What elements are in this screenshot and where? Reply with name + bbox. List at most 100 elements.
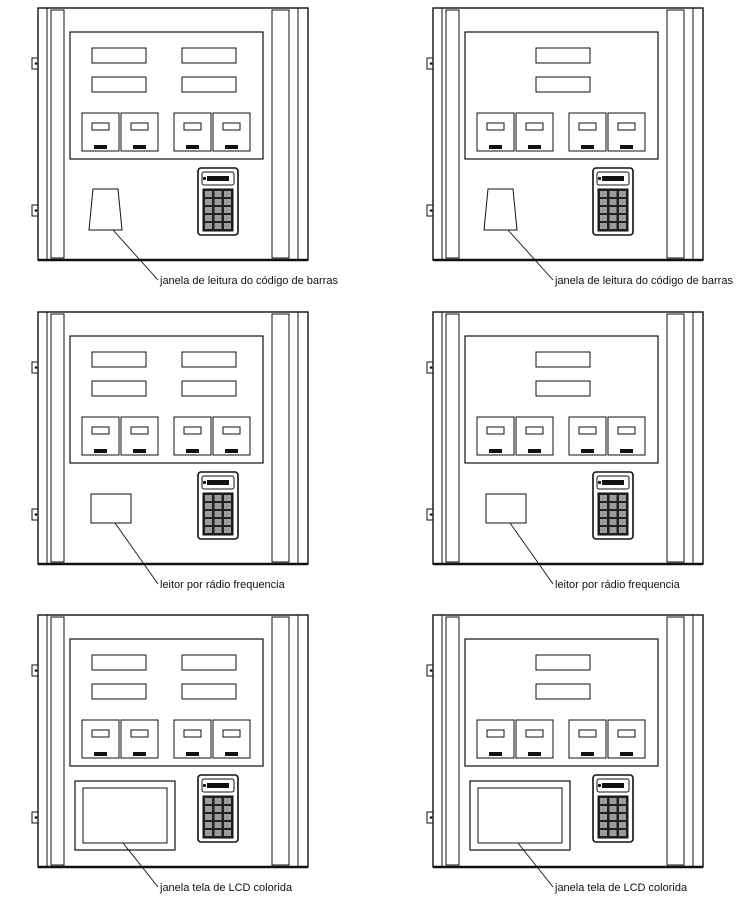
nozzle-indicator-window (578, 122, 597, 131)
nozzle-module-box (120, 719, 159, 759)
keypad-key (224, 223, 231, 229)
nozzle-slot (528, 449, 541, 453)
nozzle-module (568, 719, 607, 759)
left-upright (50, 616, 65, 866)
nozzle-module-box (120, 416, 159, 456)
keypad-key (619, 191, 626, 197)
nozzle-module-box (568, 719, 607, 759)
keypad-indicator (597, 783, 602, 788)
nozzle-indicator-window (578, 729, 597, 738)
left-upright (445, 9, 460, 259)
nozzle-indicator-window (183, 426, 202, 435)
nozzle-module (120, 416, 159, 456)
nozzle-module (173, 416, 212, 456)
keypad-key (619, 814, 626, 820)
nozzle-slot (620, 145, 633, 149)
nozzle-module (515, 416, 554, 456)
keypad-key (214, 511, 222, 517)
keypad-key (609, 511, 617, 517)
nozzle-slot (489, 145, 502, 149)
nozzle-module-box (607, 416, 646, 456)
display-window (181, 76, 237, 93)
callout-label: janela de leitura do código de barras (159, 275, 338, 287)
keypad-key (609, 822, 617, 828)
nozzle-slot (133, 145, 146, 149)
keypad-key (609, 199, 617, 205)
hinge-screw (34, 209, 38, 212)
nozzle-module (607, 112, 646, 152)
nozzle-indicator-window (130, 426, 149, 435)
keypad-key (214, 814, 222, 820)
keypad-key (619, 223, 626, 229)
nozzle-slot (186, 752, 199, 756)
nozzle-module-box (568, 112, 607, 152)
keypad-key (600, 511, 607, 517)
keypad-key (600, 527, 607, 533)
nozzle-module (568, 416, 607, 456)
leader-line (517, 842, 554, 888)
nozzle-module-box (607, 112, 646, 152)
keypad-key (619, 806, 626, 812)
keypad-key (214, 223, 222, 229)
nozzle-module (212, 719, 251, 759)
display-window (535, 380, 591, 397)
keypad-key (609, 215, 617, 221)
keypad-key (214, 798, 222, 804)
keypad-key (619, 527, 626, 533)
nozzle-slot (94, 145, 107, 149)
keypad-key (609, 830, 617, 836)
keypad-key (214, 191, 222, 197)
keypad-key (600, 495, 607, 501)
display-window (181, 683, 237, 700)
keypad-key (214, 822, 222, 828)
rf-reader-window (90, 493, 132, 524)
keypad-key (224, 503, 231, 509)
keypad-key (224, 830, 231, 836)
keypad-indicator (597, 480, 602, 485)
nozzle-module-box (476, 112, 515, 152)
keypad-key (205, 822, 212, 828)
barcode-reader-window (88, 188, 123, 231)
nozzle-indicator-window (617, 426, 636, 435)
callout-label: janela de leitura do código de barras (554, 275, 733, 287)
nozzle-module-box (515, 112, 554, 152)
display-window (91, 47, 147, 64)
keypad-key (214, 527, 222, 533)
hinge-screw (429, 366, 433, 369)
nozzle-module (607, 416, 646, 456)
hinge-screw (34, 513, 38, 516)
leader-line (112, 229, 159, 281)
left-upright (445, 616, 460, 866)
keypad-key (205, 830, 212, 836)
keypad-key (205, 199, 212, 205)
dispenser-panel-tl: janela de leitura do código de barras (31, 7, 338, 287)
nozzle-slot (489, 752, 502, 756)
dispenser-panel-br: janela tela de LCD colorida (426, 614, 704, 894)
keypad-key (600, 806, 607, 812)
keypad-key (224, 798, 231, 804)
nozzle-module-box (476, 719, 515, 759)
nozzle-indicator-window (91, 122, 110, 131)
keypad-key (205, 495, 212, 501)
keypad (197, 167, 239, 236)
nozzle-module-box (173, 719, 212, 759)
right-upright (271, 313, 290, 563)
right-upright (666, 616, 685, 866)
nozzle-module (173, 112, 212, 152)
keypad-key (619, 830, 626, 836)
nozzle-module-box (81, 719, 120, 759)
dispenser-panel-bl: janela tela de LCD colorida (31, 614, 309, 894)
nozzle-slot (225, 449, 238, 453)
keypad-key (609, 223, 617, 229)
keypad-key (224, 511, 231, 517)
nozzle-indicator-window (486, 426, 505, 435)
keypad-key (600, 822, 607, 828)
keypad-key (619, 503, 626, 509)
keypad-key (205, 503, 212, 509)
nozzle-module-box (212, 416, 251, 456)
display-window (535, 351, 591, 368)
nozzle-module (607, 719, 646, 759)
nozzle-indicator-window (617, 122, 636, 131)
keypad-display-screen (602, 783, 624, 788)
nozzle-slot (581, 145, 594, 149)
